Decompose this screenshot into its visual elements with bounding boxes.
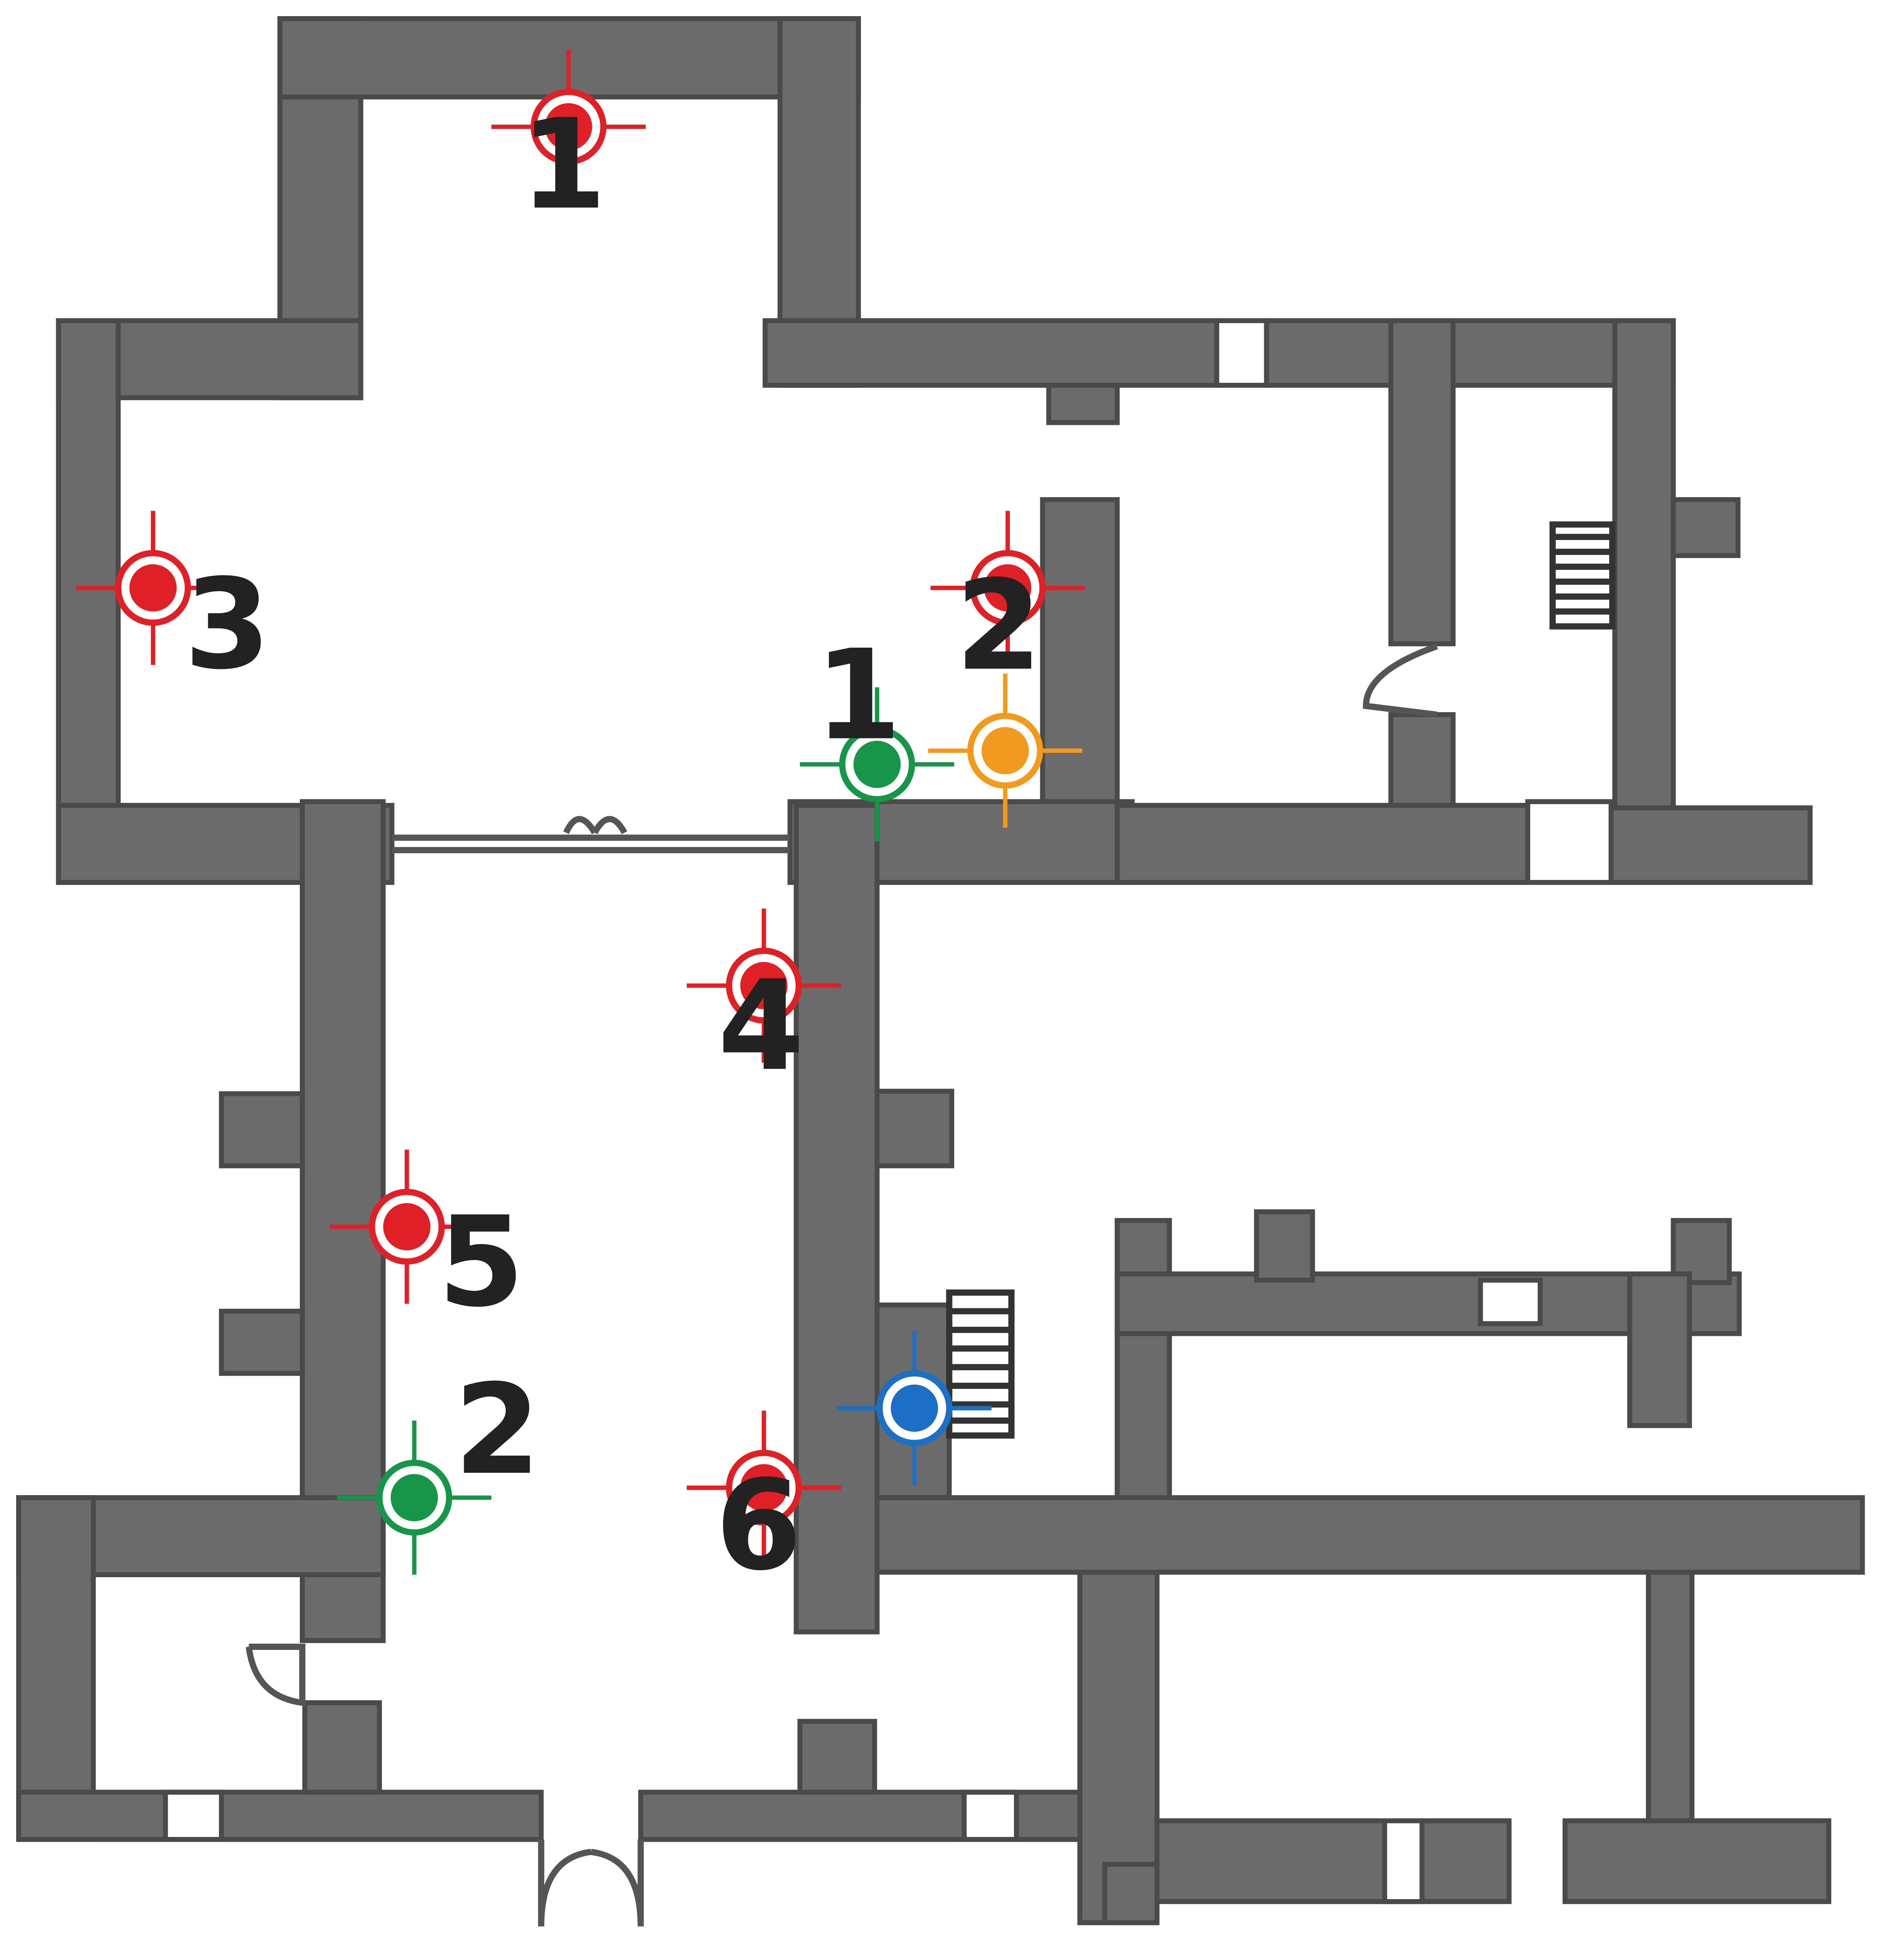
- marker-dot: [890, 1384, 938, 1432]
- wall-se-base: [1102, 1862, 1160, 1925]
- marker-green-1: 1: [800, 623, 955, 841]
- wall-annex-east: [1627, 1271, 1692, 1428]
- marker-label: 1: [815, 623, 901, 768]
- marker-dot: [391, 1474, 438, 1521]
- wall-corridor-north: [874, 1495, 1865, 1575]
- marker-dot: [981, 727, 1029, 775]
- wall-nave-buttress-2: [219, 1308, 305, 1376]
- marker-red-3: 3: [76, 511, 271, 697]
- wall-east-room-east: [1612, 318, 1676, 885]
- openings: [163, 318, 1614, 1927]
- walls: [16, 16, 1865, 1925]
- window-annex: [1478, 1277, 1543, 1326]
- wall-south-east: [638, 1789, 1116, 1842]
- wall-annex-west: [1114, 1218, 1172, 1500]
- door-south-entrance: [538, 1839, 644, 1927]
- marker-orange: [928, 673, 1083, 828]
- marker-label: 2: [955, 553, 1042, 698]
- wall-east-buttress: [1671, 497, 1740, 558]
- wall-east-room-west: [1388, 318, 1456, 647]
- wall-se-south: [1154, 1818, 1512, 1904]
- window-se: [1382, 1818, 1425, 1904]
- marker-label: 5: [438, 1190, 524, 1335]
- window-south: [962, 1789, 1019, 1842]
- marker-label: 4: [718, 953, 804, 1098]
- door-east-room: [1363, 643, 1438, 718]
- marker-label: 1: [520, 92, 606, 237]
- wall-east-south-end: [1608, 805, 1813, 885]
- window-sw: [163, 1789, 224, 1842]
- window-east: [1525, 799, 1614, 885]
- marker-label: 6: [715, 1453, 802, 1598]
- wall-annex-buttress-1: [1254, 1209, 1315, 1283]
- wall-sw-south: [16, 1789, 544, 1842]
- marker-dot: [383, 1203, 431, 1251]
- marker-dot: [853, 740, 901, 788]
- marker-dot: [984, 564, 1032, 612]
- wall-nave-buttress-1: [219, 1091, 305, 1168]
- wall-nave-east: [793, 803, 880, 1635]
- marker-red-5: 5: [329, 1150, 525, 1335]
- wall-sw-pier: [302, 1700, 382, 1795]
- wall-sw-west: [16, 1495, 96, 1842]
- stairs: [946, 521, 1616, 1439]
- marker-dot: [740, 1464, 788, 1512]
- marker-red-6: 6: [687, 1411, 841, 1598]
- door-sw: [246, 1644, 306, 1707]
- wall-corridor-pier: [1646, 1570, 1695, 1824]
- wall-hall-east: [1040, 497, 1120, 823]
- window-north: [1214, 318, 1269, 388]
- marker-dot: [740, 962, 788, 1009]
- stair-nave: [946, 1289, 1015, 1439]
- marker-label: 2: [454, 1357, 541, 1503]
- sensor-markers: 1 2 3 4 5 6 1 2: [76, 50, 1085, 1598]
- wall-se-south-end: [1562, 1818, 1832, 1904]
- wall-south-pier: [797, 1719, 877, 1795]
- wall-east-north: [1264, 318, 1676, 388]
- marker-blue: [837, 1331, 992, 1485]
- wall-hall-north-east: [762, 318, 1222, 388]
- marker-red-1: 1: [491, 50, 646, 237]
- marker-label: 3: [184, 552, 271, 697]
- marker-dot: [129, 564, 177, 612]
- door-hall: [563, 816, 628, 834]
- wall-east-south: [1114, 803, 1530, 885]
- wall-hall-west: [56, 318, 121, 885]
- wall-nave-east-buttress: [874, 1089, 955, 1168]
- marker-dot: [545, 103, 592, 151]
- wall-pier: [1046, 382, 1120, 425]
- marker-red-4: 4: [687, 908, 841, 1098]
- marker-green-2: 2: [337, 1357, 541, 1575]
- stair-east: [1549, 521, 1616, 630]
- marker-red-2: 2: [931, 511, 1085, 698]
- wall-annex-buttress-2: [1671, 1218, 1732, 1285]
